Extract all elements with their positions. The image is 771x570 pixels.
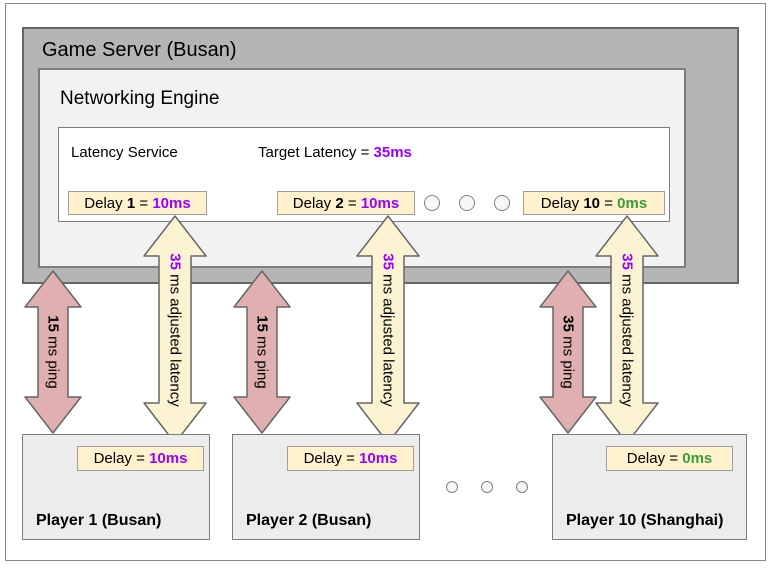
- delay-chip-10-label: Delay: [540, 194, 580, 212]
- ping-arrow-player10-label: 35 ms ping: [560, 315, 577, 388]
- double-arrow-icon: [233, 270, 291, 434]
- target-latency-label: Target Latency: [258, 144, 357, 161]
- delay-chip-10-eq: =: [604, 194, 613, 212]
- delay-chip-1: Delay 1 = 10ms: [68, 191, 207, 215]
- double-arrow-icon: [24, 270, 82, 434]
- player10-delay-chip: Delay = 0ms: [606, 446, 733, 471]
- player10-name: Player 10 (Shanghai): [566, 512, 724, 529]
- adjusted-latency-arrow-player10: 35 ms adjusted latency: [595, 215, 659, 444]
- player1-delay-value: 10ms: [149, 450, 188, 467]
- latency-text: ms adjusted latency: [379, 269, 397, 407]
- latency-value: 35: [166, 252, 184, 270]
- player1-name: Player 1 (Busan): [36, 512, 162, 529]
- latency-text: ms adjusted latency: [166, 269, 184, 407]
- target-latency-text: Target Latency = 35ms: [258, 144, 412, 161]
- ping-arrow-player10: 35 ms ping: [539, 270, 597, 434]
- delay-chip-2-value: 10ms: [360, 194, 400, 212]
- delay-chip-1-eq: =: [139, 194, 149, 212]
- ping-value: 35: [559, 315, 577, 332]
- delay-chip-2-num: 2: [335, 194, 344, 212]
- player10-delay-eq: =: [669, 450, 679, 467]
- adjusted-latency-arrow-player2-label: 35 ms adjusted latency: [380, 253, 397, 406]
- ellipsis-dot: [481, 481, 493, 493]
- ping-value: 15: [253, 315, 271, 332]
- delay-chip-10-value: 0ms: [617, 194, 648, 212]
- delay-chip-1-value: 10ms: [152, 194, 191, 212]
- latency-text: ms adjusted latency: [618, 269, 636, 407]
- player1-delay-eq: =: [136, 450, 145, 467]
- ping-arrow-player2-label: 15 ms ping: [254, 315, 271, 388]
- adjusted-latency-arrow-player1: 35 ms adjusted latency: [143, 215, 207, 444]
- ping-arrow-player2: 15 ms ping: [233, 270, 291, 434]
- delay-chip-10-num: 10: [583, 194, 601, 212]
- page-border: [5, 3, 766, 561]
- ping-text: ms ping: [44, 331, 62, 389]
- ping-arrow-player1-label: 15 ms ping: [45, 315, 62, 388]
- player10-delay-label: Delay: [626, 450, 666, 467]
- player2-delay-chip: Delay = 10ms: [287, 446, 414, 471]
- latency-service-box: Latency Service Target Latency = 35ms De…: [58, 127, 670, 222]
- ellipsis-dot: [459, 195, 475, 211]
- player2-name: Player 2 (Busan): [246, 512, 372, 529]
- player2-delay-value: 10ms: [359, 450, 398, 467]
- ping-text: ms ping: [253, 331, 271, 389]
- player2-delay-eq: =: [346, 450, 355, 467]
- player2-delay-label: Delay: [303, 450, 342, 467]
- ping-text: ms ping: [559, 331, 577, 389]
- player10-delay-value: 0ms: [682, 450, 713, 467]
- game-server-title: Game Server (Busan): [42, 39, 237, 61]
- networking-engine-title: Networking Engine: [60, 88, 220, 109]
- delay-chip-1-num: 1: [126, 194, 136, 212]
- latency-value: 35: [379, 252, 397, 270]
- player10-box: Delay = 0ms Player 10 (Shanghai): [552, 434, 747, 540]
- double-arrow-icon: [539, 270, 597, 434]
- delay-chip-10: Delay 10 = 0ms: [523, 191, 665, 215]
- ellipsis-dot: [446, 481, 458, 493]
- adjusted-latency-arrow-player1-label: 35 ms adjusted latency: [167, 253, 184, 406]
- player1-box: Delay = 10ms Player 1 (Busan): [22, 434, 210, 540]
- adjusted-latency-arrow-player2: 35 ms adjusted latency: [356, 215, 420, 444]
- ellipsis-dot: [494, 195, 510, 211]
- latency-service-title: Latency Service: [71, 144, 178, 161]
- delay-chip-1-label: Delay: [84, 194, 123, 212]
- player1-delay-label: Delay: [93, 450, 132, 467]
- ellipsis-dot: [516, 481, 528, 493]
- ping-value: 15: [44, 315, 62, 332]
- latency-value: 35: [618, 252, 636, 270]
- player1-delay-chip: Delay = 10ms: [77, 446, 204, 471]
- ping-arrow-player1: 15 ms ping: [24, 270, 82, 434]
- delay-chip-2-label: Delay: [292, 194, 332, 212]
- adjusted-latency-arrow-player10-label: 35 ms adjusted latency: [619, 253, 636, 406]
- ellipsis-dot: [424, 195, 440, 211]
- delay-chip-2-eq: =: [347, 194, 357, 212]
- networking-engine-box: Networking Engine Latency Service Target…: [38, 68, 686, 268]
- target-latency-value: 35ms: [373, 144, 412, 161]
- player2-box: Delay = 10ms Player 2 (Busan): [232, 434, 420, 540]
- target-latency-eq: =: [360, 144, 370, 161]
- delay-chip-2: Delay 2 = 10ms: [277, 191, 415, 215]
